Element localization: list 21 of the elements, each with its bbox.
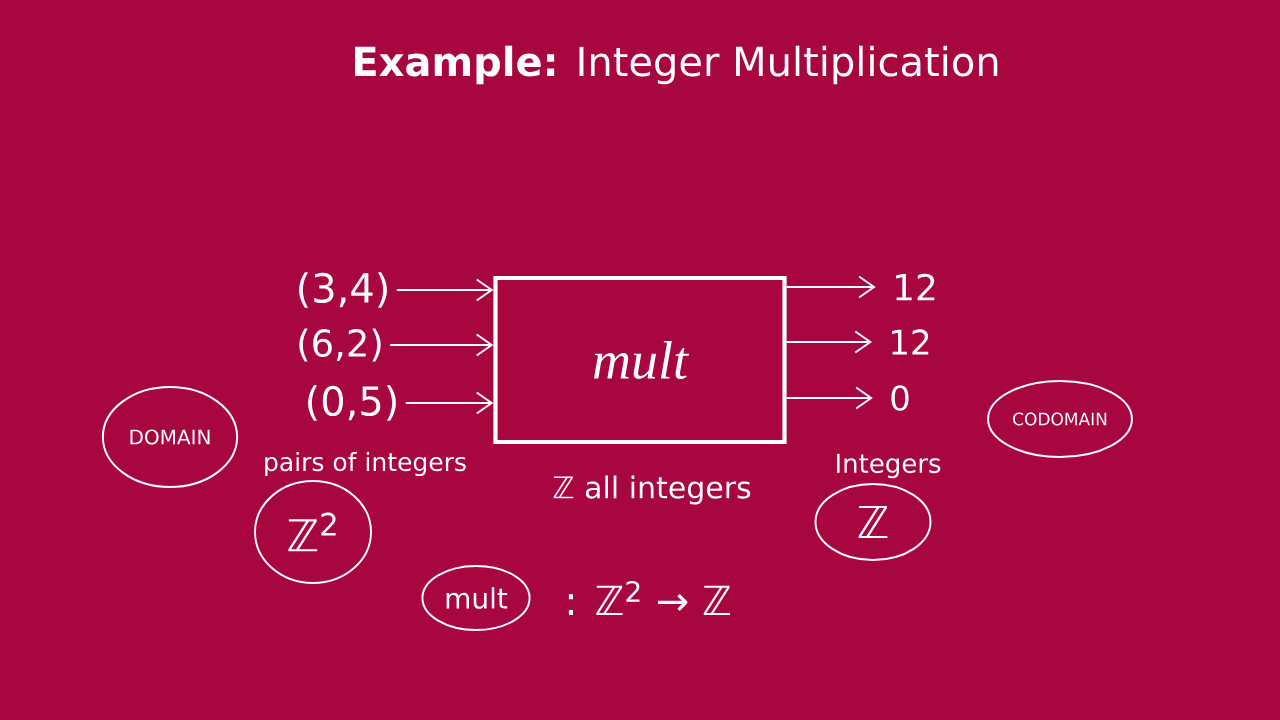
output-value: 0 — [891, 385, 909, 411]
input-pair: (6,2) — [299, 328, 381, 362]
caption-text: pairs of integers — [265, 451, 466, 477]
arrow — [404, 391, 494, 415]
note-text: ℤ all integers — [553, 475, 751, 505]
arrow — [785, 275, 876, 299]
output-value: 12 — [892, 329, 929, 355]
arrow — [785, 330, 873, 354]
note-text: : ℤ$^{2}$ → ℤ — [568, 581, 730, 615]
input-pair: (0,5) — [308, 385, 396, 421]
output-value: 12 — [896, 273, 935, 301]
input-pair: (3,4) — [299, 272, 387, 308]
ellipse-label: CODOMAIN — [987, 380, 1133, 458]
ellipse-label: DOMAIN — [101, 386, 239, 488]
function-box: mult — [493, 275, 787, 445]
title: Example: Integer Multiplication — [355, 45, 998, 85]
caption-text: Integers — [837, 453, 941, 479]
circled-word: mult — [421, 565, 531, 631]
arrow — [785, 386, 873, 410]
arrow — [389, 333, 494, 357]
arrow — [395, 278, 494, 302]
